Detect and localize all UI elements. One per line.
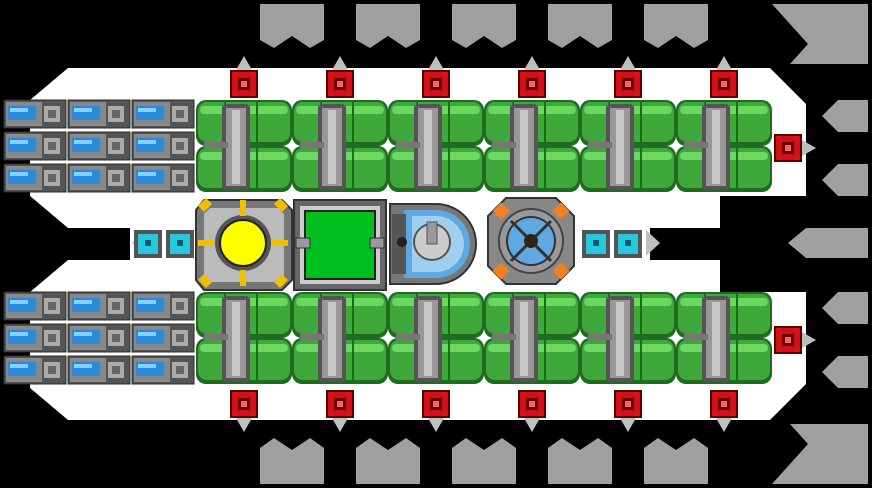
battery-cell[interactable] — [131, 163, 195, 193]
armor-plates — [260, 4, 868, 484]
armor-plate-bottom — [260, 438, 324, 484]
battery-cell[interactable] — [131, 355, 195, 385]
battery-cell[interactable] — [3, 355, 67, 385]
armor-plate-side — [822, 164, 868, 196]
cargo-segment[interactable] — [676, 100, 772, 192]
battery-cell[interactable] — [131, 291, 195, 321]
thruster[interactable] — [774, 326, 816, 354]
thruster[interactable] — [614, 56, 642, 98]
thruster[interactable] — [710, 390, 738, 432]
thruster[interactable] — [230, 390, 258, 432]
thrusters — [230, 56, 816, 432]
thruster[interactable] — [774, 134, 816, 162]
thruster[interactable] — [326, 56, 354, 98]
armor-plate-side — [788, 228, 868, 258]
armor-plate-bottom — [452, 438, 516, 484]
armor-plate-bottom — [356, 438, 420, 484]
thruster[interactable] — [518, 56, 546, 98]
battery-cell[interactable] — [131, 131, 195, 161]
battery-cell[interactable] — [131, 323, 195, 353]
armor-plate-side — [822, 356, 868, 388]
cargo-segment[interactable] — [388, 292, 484, 384]
armor-plate-top — [260, 4, 324, 48]
cargo-segment[interactable] — [292, 100, 388, 192]
cargo-segment[interactable] — [676, 292, 772, 384]
thruster[interactable] — [422, 56, 450, 98]
cargo-segment[interactable] — [484, 292, 580, 384]
reactor-core[interactable] — [195, 198, 293, 291]
battery-cell[interactable] — [67, 99, 131, 129]
armor-plate-side — [822, 100, 868, 132]
cargo-segment[interactable] — [580, 292, 676, 384]
battery-cell[interactable] — [67, 163, 131, 193]
armor-plate-bottom — [644, 438, 708, 484]
battery-cell[interactable] — [67, 355, 131, 385]
thruster[interactable] — [614, 390, 642, 432]
cargo-segment[interactable] — [580, 100, 676, 192]
thruster[interactable] — [710, 56, 738, 98]
cargo-segment[interactable] — [484, 100, 580, 192]
sensor-dome[interactable] — [389, 203, 477, 285]
battery-cell[interactable] — [67, 323, 131, 353]
battery-cell[interactable] — [3, 131, 67, 161]
cargo-segment[interactable] — [196, 100, 292, 192]
armor-plate-top — [356, 4, 420, 48]
cargo-segment[interactable] — [388, 100, 484, 192]
battery-cell[interactable] — [3, 99, 67, 129]
shield-emitter-right[interactable] — [582, 230, 660, 258]
armor-plate-top — [548, 4, 612, 48]
battery-cell[interactable] — [67, 291, 131, 321]
armor-corner-bottom-right — [772, 424, 868, 484]
command-bridge[interactable] — [293, 199, 387, 291]
cargo-segment[interactable] — [292, 292, 388, 384]
armor-plate-top — [452, 4, 516, 48]
center-modules — [132, 197, 660, 291]
thruster[interactable] — [518, 390, 546, 432]
thruster[interactable] — [326, 390, 354, 432]
cargo-rows — [196, 100, 772, 384]
gyroscope[interactable] — [487, 197, 575, 285]
armor-plate-bottom — [548, 438, 612, 484]
battery-cell[interactable] — [3, 323, 67, 353]
battery-banks — [3, 99, 195, 385]
cargo-segment[interactable] — [196, 292, 292, 384]
armor-plate-side — [822, 292, 868, 324]
battery-cell[interactable] — [3, 291, 67, 321]
thruster[interactable] — [230, 56, 258, 98]
thruster[interactable] — [422, 390, 450, 432]
battery-cell[interactable] — [67, 131, 131, 161]
battery-cell[interactable] — [131, 99, 195, 129]
shield-emitter-left[interactable] — [132, 230, 194, 258]
battery-cell[interactable] — [3, 163, 67, 193]
armor-plate-top — [644, 4, 708, 48]
armor-corner-top-right — [772, 4, 868, 64]
